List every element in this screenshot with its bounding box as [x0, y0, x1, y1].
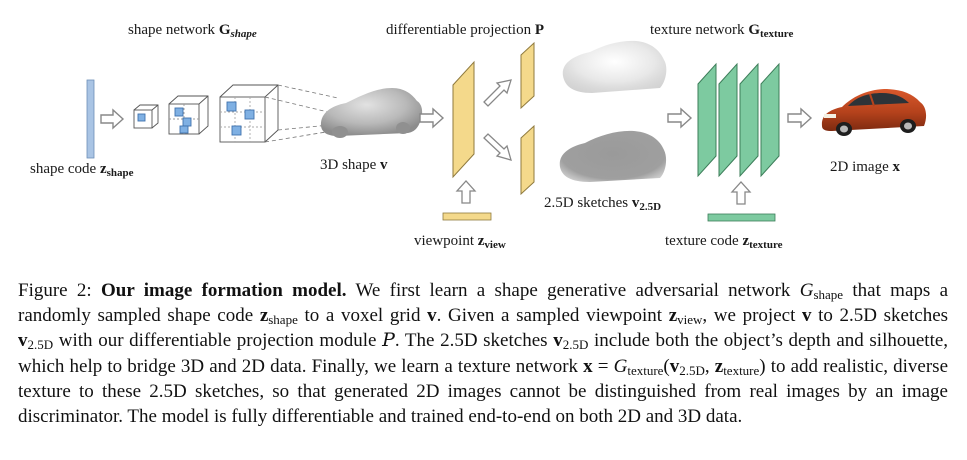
label-differentiable-projection: differentiable projection P	[386, 22, 544, 38]
label-viewpoint: viewpoint zview	[414, 233, 506, 251]
shape-code-bar	[86, 79, 95, 159]
caption-figure-number: Figure 2:	[18, 280, 92, 301]
label-texture-code: texture code ztexture	[665, 233, 783, 251]
arrow-shape-code-to-network	[100, 108, 125, 130]
pipeline-diagram	[86, 40, 927, 222]
arrow-shape-to-projection	[419, 107, 445, 129]
silhouette-sketch	[559, 130, 667, 182]
projection-lines	[264, 84, 341, 143]
caption-title: Our image formation model.	[101, 280, 347, 301]
label-texture-network: texture network Gtexture	[650, 22, 794, 40]
arrow-viewpoint-up	[455, 180, 477, 204]
voxel-cube-large	[219, 84, 279, 143]
figure-caption: Figure 2: Our image formation model. We …	[18, 278, 948, 429]
arrow-sketches-to-texture	[667, 107, 693, 129]
voxel-cube-medium	[168, 95, 209, 135]
car-3d-shape	[320, 88, 423, 138]
silhouette-feature-panel	[520, 124, 535, 196]
car-2d-image	[821, 89, 927, 136]
label-shape-code: shape code zshape	[30, 161, 134, 179]
caption-text: Figure 2: Our image formation model. We …	[18, 280, 949, 428]
label-shape-network: shape network Gshape	[128, 22, 257, 40]
texture-code-bar	[707, 213, 776, 222]
viewpoint-bar	[442, 212, 492, 221]
arrow-projection-to-depth	[483, 79, 512, 107]
voxel-cube-small	[133, 104, 159, 129]
label-2d-image: 2D image x	[830, 159, 900, 175]
arrow-texture-to-image	[787, 107, 813, 129]
arrow-projection-to-silhouette	[483, 133, 512, 161]
label-sketches: 2.5D sketches v2.5D	[544, 195, 662, 213]
pipeline-figure: shape network Gshape differentiable proj…	[30, 22, 927, 251]
texture-network-layers	[697, 62, 780, 178]
projection-module	[452, 60, 475, 179]
label-3d-shape: 3D shape v	[320, 157, 388, 173]
arrow-texture-code-up	[730, 181, 752, 205]
depth-feature-panel	[520, 41, 535, 110]
depth-sketch	[562, 40, 667, 93]
